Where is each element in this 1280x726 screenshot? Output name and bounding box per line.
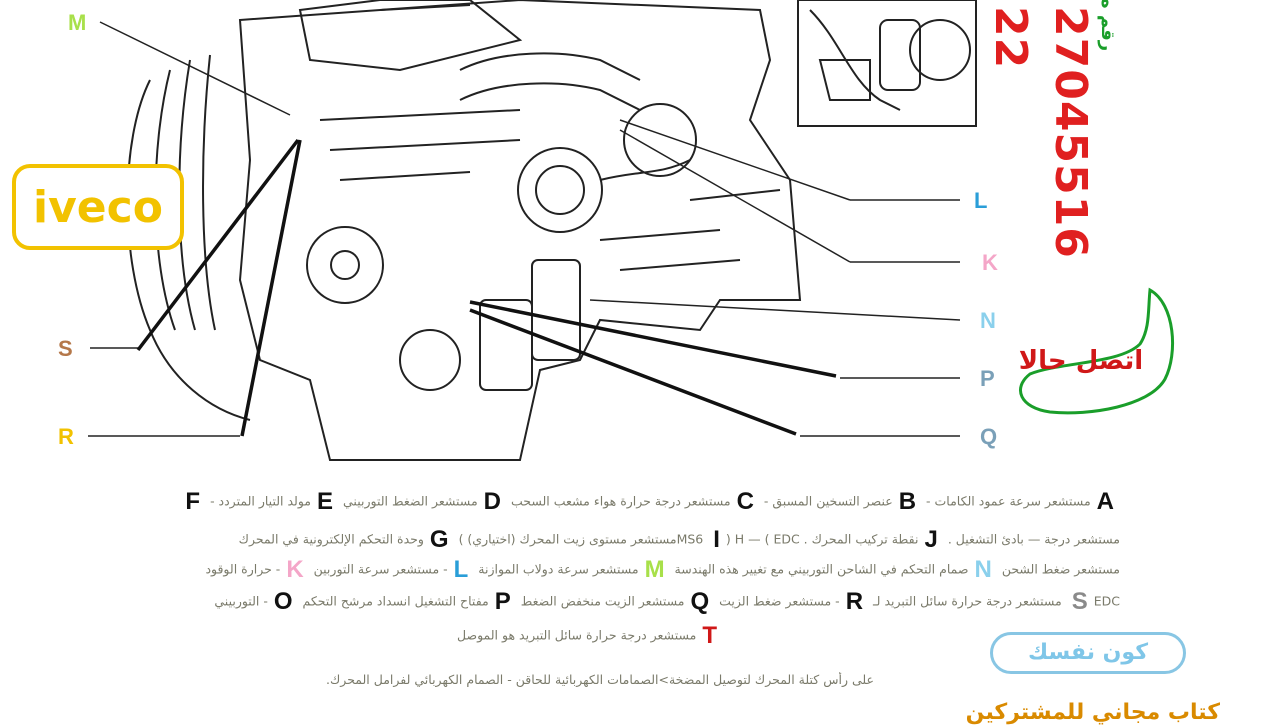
legend-text-b: عنصر التسخين المسبق - [759,493,893,509]
legend-row-1: A مستشعر سرعة عمود الكامات - B عنصر التسخي… [60,488,1120,516]
legend-text-d: مستشعر الضغط التوربيني [339,493,478,509]
legend-row-2: مستشعر درجة — بادئ التشغيل . J نقطة تركيب… [60,526,1120,554]
legend-key-p: P [494,588,511,615]
legend-key-e: E [317,488,334,515]
legend-text-t: مستشعر درجة حرارة سائل التبريد هو الموصل [456,627,697,643]
legend-key-n: N [974,556,992,583]
legend-text-e: مولد التيار المتردد - [206,493,312,509]
legend-text-k: - حرارة الوقود [205,561,281,577]
diagram-label-k: K [982,250,998,275]
bottom-banner-text: كتاب مجاني للمشتركين [965,700,1220,725]
legend-key-t: T [702,622,717,649]
legend-text-s: EDC مستشعر درجة حرارة سائل التبريد لـ [869,593,1120,609]
legend-text-m: مستشعر سرعة دولاب الموازنة [474,561,639,577]
legend-text-o: - التوربيني [214,593,268,609]
legend-key-b: B [898,488,917,515]
diagram-label-r: R [58,424,74,449]
legend-text-c: مستشعر درجة حرارة هواء مشعب السحب [507,493,731,509]
legend-text-i: مستشعر مستوى زيت المحرك (اختياري) ) [454,531,677,547]
legend-text-j: نقطة تركيب المحرك . H — ( EDC (MS6 [676,531,919,547]
legend-row-3: مستشعر ضغط الشحن N صمام التحكم في الشاحن … [60,556,1120,584]
legend-row-4: SEDC مستشعر درجة حرارة سائل التبريد لـ R… [60,588,1120,616]
call-bubble-outline [1019,287,1175,415]
legend-key-k: K [286,556,304,583]
brand-logo-badge: iveco [12,164,184,250]
legend-text-row2-start: مستشعر درجة — بادئ التشغيل . [943,531,1120,547]
legend-key-q: Q [690,588,710,615]
legend-row-5: T مستشعر درجة حرارة سائل التبريد هو الموص… [60,622,1120,650]
engine-line-drawing [88,0,977,461]
phone-caption: رقم ه [1097,0,1118,52]
legend-text-row3-start: مستشعر ضغط الشحن [997,561,1120,577]
diagram-label-q: Q [980,424,998,449]
motivation-badge: كون نفسك [990,632,1186,674]
legend-text-r: - مستشعر ضغط الزيت [715,593,840,609]
legend-key-r: R [845,588,864,615]
diagram-label-p: P [980,366,995,391]
legend-key-f: F [185,488,201,515]
legend-key-i: I [713,526,720,553]
legend-key-m: M [644,556,665,583]
legend-key-j: J [924,526,938,553]
call-now-text: اتصل حالا [1018,346,1144,376]
legend-text-n: صمام التحكم في الشاحن التوربيني مع تغيير… [670,561,969,577]
diagram-label-m: M [68,10,87,35]
diagram-label-s: S [58,336,73,361]
legend-text-p: مفتاح التشغيل انسداد مرشح التحكم [298,593,489,609]
legend-key-o: O [273,588,293,615]
phone-number: 27045516 22 [985,6,1096,259]
diagram-label-n: N [980,308,996,333]
legend-key-s: S [1071,588,1088,615]
brand-text: iveco [33,181,163,233]
legend-key-g: G [429,526,449,553]
legend-text-q: مستشعر الزيت منخفض الضغط [516,593,685,609]
motivation-badge-text: كون نفسك [1028,640,1148,665]
legend-key-a: A [1096,488,1114,515]
legend-key-d: D [483,488,501,515]
diagram-label-l: L [974,188,988,213]
legend-footnote: على رأس كتلة المحرك لتوصيل المضخة>الصمام… [326,672,874,687]
legend-key-l: L [453,556,469,583]
legend-text-g: وحدة التحكم الإلكترونية في المحرك [238,531,424,547]
legend-text-a: مستشعر سرعة عمود الكامات - [922,493,1091,509]
legend-text-l: - مستشعر سرعة التوربين [309,561,448,577]
legend-key-c: C [736,488,754,515]
